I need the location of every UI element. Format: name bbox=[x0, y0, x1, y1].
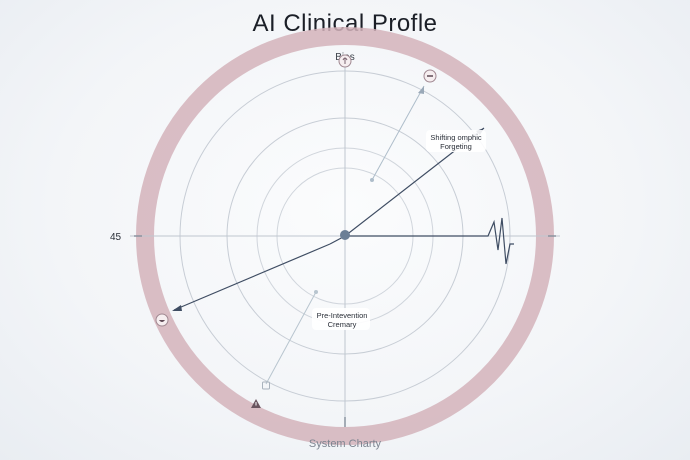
annotation-shifting: Shifting omphic Forgeting bbox=[426, 130, 486, 152]
connector-dot-lower bbox=[314, 290, 318, 294]
footer-caption: System Charty bbox=[308, 438, 382, 450]
annotation-pre-line1: Pre-Intevention bbox=[317, 311, 368, 320]
center-node bbox=[340, 230, 350, 240]
connector-line-upper bbox=[371, 85, 425, 181]
leaf-icon bbox=[338, 54, 352, 68]
bag-icon bbox=[262, 381, 270, 390]
vector-line-lower-left bbox=[173, 243, 331, 311]
annotation-shifting-line2: Forgeting bbox=[440, 142, 472, 151]
arrowhead-lower-left bbox=[172, 305, 182, 311]
warning-icon bbox=[251, 399, 261, 408]
connector-line-lower bbox=[265, 291, 317, 385]
signal-waveform bbox=[345, 217, 514, 265]
axis-value-left: 45 bbox=[110, 232, 122, 243]
bowl-icon bbox=[155, 313, 169, 327]
connector-dot-upper bbox=[370, 178, 374, 182]
annotation-pre-intervention: Pre-Intevention Cremary bbox=[312, 308, 370, 330]
annotation-shifting-line1: Shifting omphic bbox=[430, 133, 482, 142]
connector-arrowhead-upper bbox=[418, 86, 424, 94]
annotation-pre-line2: Cremary bbox=[328, 320, 357, 329]
compass-icon bbox=[423, 69, 437, 83]
